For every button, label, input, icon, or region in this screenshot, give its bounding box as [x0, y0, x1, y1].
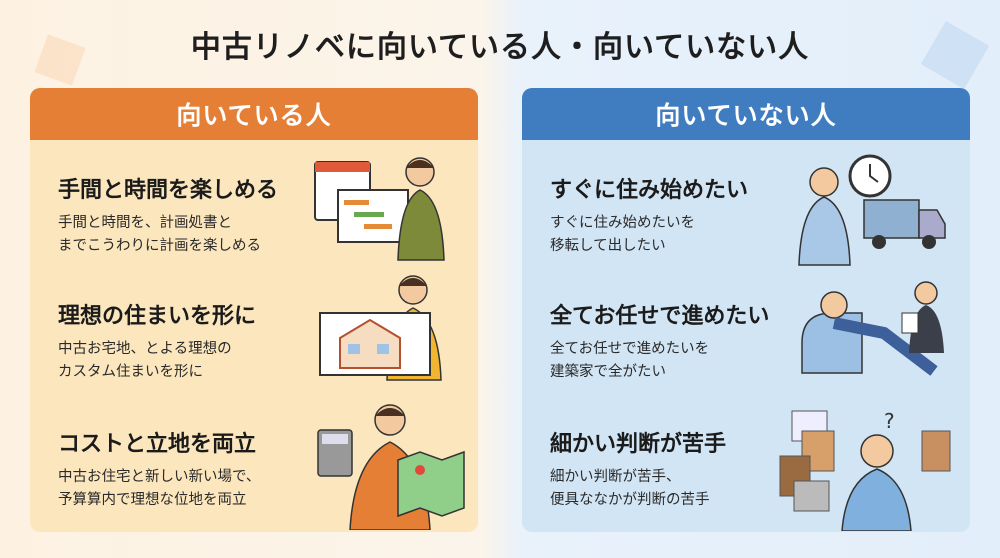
item-desc: すぐに住み始めたいを [550, 215, 695, 231]
item-title: 理想の住まいを形に [58, 304, 257, 329]
unsuited-item: 全てお任せで進めたい 全てお任せで進めたいを 建築家で全がたい [550, 298, 820, 384]
item-desc: 中古お宅地、とよる理想の [58, 341, 232, 357]
item-desc: 予算算内で理想な位地を両立 [58, 492, 247, 508]
item-title: 全てお任せで進めたい [550, 304, 770, 329]
suited-header: 向いている人 [30, 88, 478, 140]
item-desc: 移転して出したい [550, 238, 666, 254]
unsuited-panel: 向いていない人 すぐに住み始めたい すぐに住み始めたいを 移転して出したい 全て… [522, 88, 970, 532]
item-title: コストと立地を両立 [58, 432, 257, 457]
unsuited-header: 向いていない人 [522, 88, 970, 140]
item-desc: 中古お住宅と新しい新い場で、 [58, 469, 261, 485]
house-blueprint-person-icon [319, 275, 442, 381]
relaxing-person-icon [801, 281, 944, 376]
item-desc: 建築家で全がたい [550, 364, 666, 380]
suited-item: コストと立地を両立 中古お住宅と新しい新い場で、 予算算内で理想な位地を両立 [58, 426, 328, 512]
calendar-planning-person-icon [314, 157, 445, 261]
suited-panel: 向いている人 手間と時間を楽しめる 手間と時間を、計画処書と までこうわりに計画… [30, 88, 478, 532]
unsuited-item: すぐに住み始めたい すぐに住み始めたいを 移転して出したい [550, 172, 820, 258]
item-title: すぐに住み始めたい [550, 178, 749, 203]
item-desc: 全てお任せで進めたいを [550, 341, 710, 357]
clock-truck-person-icon [798, 154, 946, 266]
item-title: 細かい判断が苦手 [550, 432, 727, 457]
unsuited-item: 細かい判断が苦手 細かい判断が苦手、 便具ななかが判断の苦手 [550, 426, 820, 512]
calculator-map-person-icon [317, 404, 465, 530]
svg-text:?: ? [884, 409, 895, 433]
item-desc: までこうわりに計画を楽しめる [58, 238, 261, 254]
item-desc: 便具ななかが判断の苦手 [550, 492, 710, 508]
item-desc: 細かい判断が苦手、 [550, 469, 681, 485]
page-title: 中古リノベに向いている人・向いていない人 [190, 30, 810, 65]
confused-person-materials-icon: ? [779, 409, 951, 531]
item-desc: 手間と時間を、計画処書と [58, 215, 232, 231]
item-desc: カスタム住まいを形に [58, 364, 203, 380]
suited-item: 理想の住まいを形に 中古お宅地、とよる理想の カスタム住まいを形に [58, 298, 328, 384]
item-title: 手間と時間を楽しめる [58, 178, 279, 203]
suited-item: 手間と時間を楽しめる 手間と時間を、計画処書と までこうわりに計画を楽しめる [58, 172, 328, 258]
